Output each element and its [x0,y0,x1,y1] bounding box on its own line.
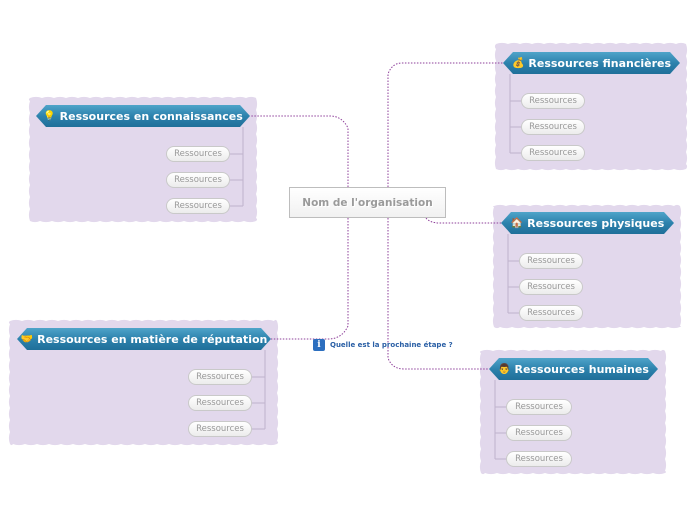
leaf-node[interactable]: Ressources [188,369,252,385]
leaf-label: Ressources [529,148,577,158]
leaf-node[interactable]: Ressources [506,451,572,467]
connector-physiques [425,217,501,224]
branch-panel-humaines [479,349,667,475]
branch-physiques[interactable]: 🏠Ressources physiques [501,212,674,234]
leaf-node[interactable]: Ressources [166,146,230,162]
leaf-node[interactable]: Ressources [521,145,585,161]
leaf-node[interactable]: Ressources [519,279,583,295]
leaf-label: Ressources [196,424,244,434]
leaf-label: Ressources [515,454,563,464]
leaf-label: Ressources [527,256,575,266]
root-node[interactable]: Nom de l'organisation [289,187,446,218]
connector-humaines [387,218,489,370]
connector-reputation [271,218,349,340]
note-text: Quelle est la prochaine étape ? [330,341,453,349]
leaf-node[interactable]: Ressources [166,172,230,188]
money-bag-icon: 💰 [511,57,525,69]
leaf-label: Ressources [174,201,222,211]
branch-panel-reputation [8,319,279,446]
branch-panel-financieres [494,42,688,171]
leaf-node[interactable]: Ressources [519,253,583,269]
leaf-label: Ressources [527,282,575,292]
lightbulb-icon: 💡 [43,110,56,122]
leaf-node[interactable]: Ressources [506,399,572,415]
leaf-node[interactable]: Ressources [519,305,583,321]
leaf-label: Ressources [515,428,563,438]
branch-label: Ressources financières [528,56,672,70]
leaf-label: Ressources [174,175,222,185]
leaf-label: Ressources [529,96,577,106]
handshake-icon: 🤝 [20,333,34,345]
branch-label: Ressources en connaissances [59,109,243,123]
leaf-label: Ressources [174,149,222,159]
branch-humaines[interactable]: 👨Ressources humaines [489,358,658,380]
leaf-node[interactable]: Ressources [188,421,252,437]
leaf-node[interactable]: Ressources [166,198,230,214]
info-icon: i [313,339,325,351]
branch-label: Ressources physiques [527,216,665,230]
leaf-label: Ressources [196,372,244,382]
branch-panel-connaissances [28,96,258,223]
branch-panel-physiques [492,204,682,329]
branch-label: Ressources humaines [514,362,649,376]
leaf-node[interactable]: Ressources [188,395,252,411]
connector-connaissances [250,115,349,187]
leaf-label: Ressources [515,402,563,412]
leaf-label: Ressources [196,398,244,408]
house-icon: 🏠 [510,217,524,229]
leaf-node[interactable]: Ressources [521,93,585,109]
person-icon: 👨 [498,363,511,375]
leaf-node[interactable]: Ressources [521,119,585,135]
branch-financieres[interactable]: 💰Ressources financières [503,52,680,74]
next-step-note[interactable]: i Quelle est la prochaine étape ? [313,339,453,351]
leaf-node[interactable]: Ressources [506,425,572,441]
leaf-label: Ressources [529,122,577,132]
branch-label: Ressources en matière de réputation [37,332,268,346]
connector-financieres [387,62,503,187]
branch-connaissances[interactable]: 💡Ressources en connaissances [36,105,250,127]
branch-reputation[interactable]: 🤝Ressources en matière de réputation [17,328,271,350]
leaf-label: Ressources [527,308,575,318]
root-label: Nom de l'organisation [302,196,433,209]
